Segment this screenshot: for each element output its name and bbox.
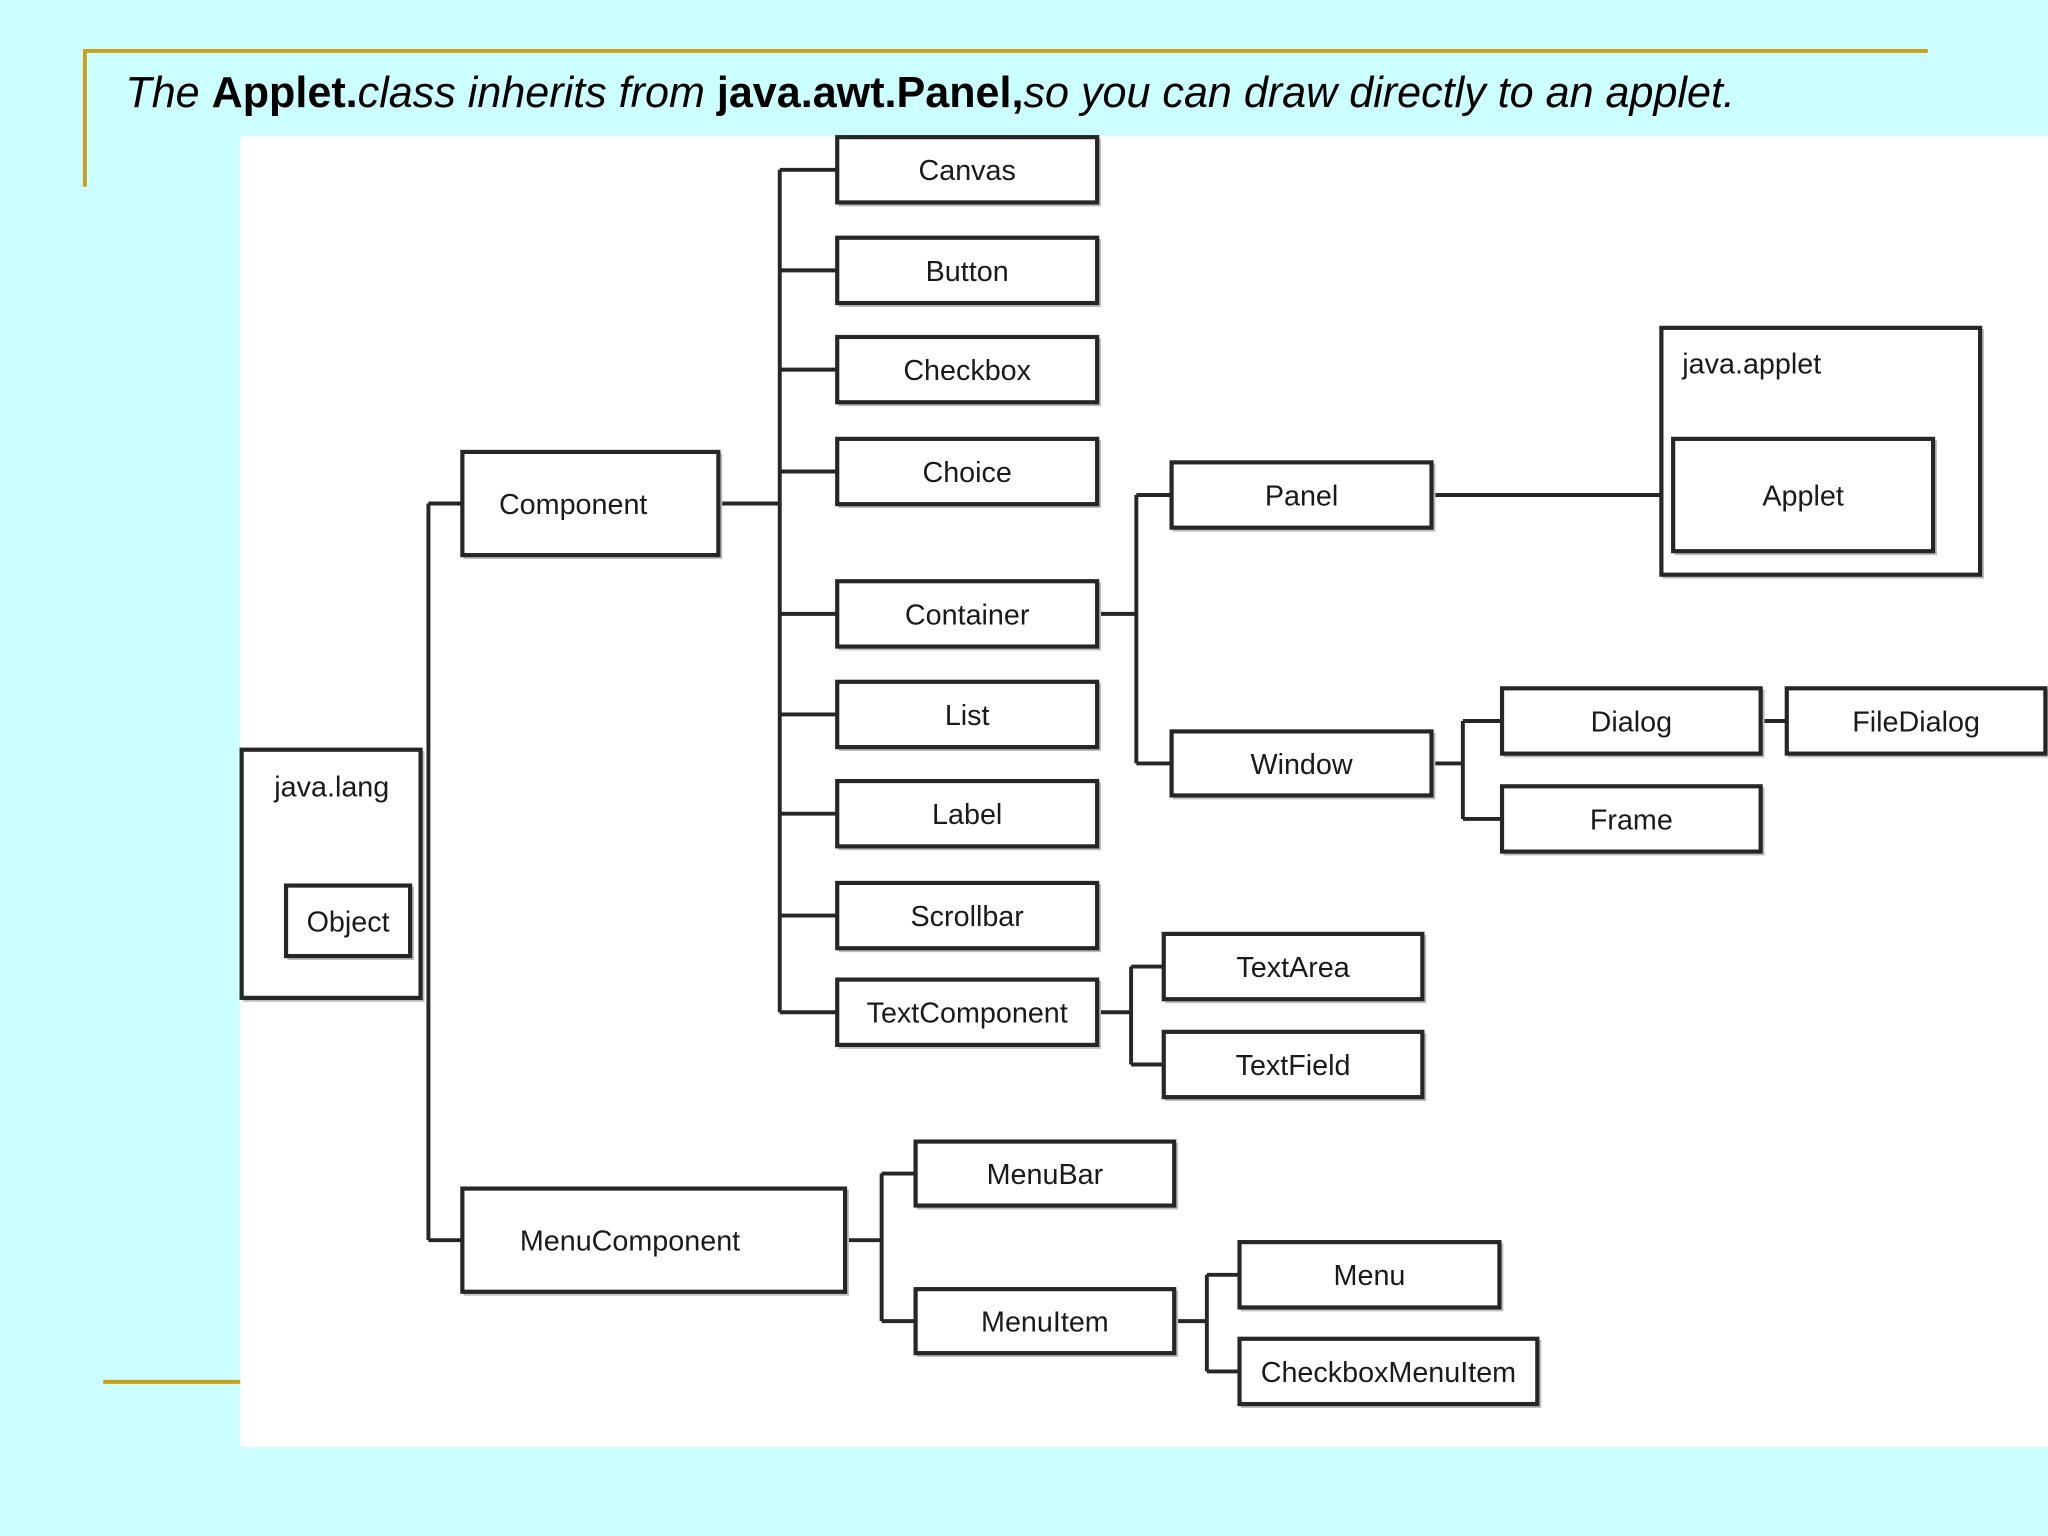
node-label: Label (932, 799, 1002, 831)
node-box (1671, 436, 1936, 554)
package-label-java-lang: java.lang (273, 772, 389, 804)
node-label: TextComponent (867, 998, 1068, 1030)
class-node-textcomponent: TextComponent (835, 977, 1102, 1049)
class-node-object: Object (283, 883, 415, 960)
node-label: FileDialog (1852, 706, 1980, 738)
node-label: Canvas (918, 155, 1015, 187)
node-label: Container (905, 599, 1030, 631)
node-label: TextField (1236, 1050, 1351, 1082)
package-label-java-applet: java.applet (1681, 349, 1821, 381)
class-node-menubar: MenuBar (913, 1139, 1179, 1210)
node-label: TextArea (1236, 952, 1349, 984)
node-label: Scrollbar (911, 901, 1025, 933)
node-label: MenuComponent (520, 1226, 740, 1258)
class-node-menucomponent: MenuComponent (460, 1186, 849, 1296)
class-node-list: List (835, 679, 1102, 752)
node-box (835, 679, 1100, 750)
slide-title: The Applet.class inherits from java.awt.… (125, 69, 1735, 117)
class-node-window: Window (1169, 729, 1436, 800)
class-node-applet: Applet (1671, 436, 1937, 556)
node-box (835, 880, 1100, 951)
class-node-dialog: Dialog (1499, 686, 1765, 758)
node-box (835, 334, 1100, 405)
node-label: List (945, 700, 990, 732)
node-label: Checkbox (903, 355, 1031, 387)
title-part: so you can draw directly to an applet. (1023, 69, 1734, 117)
class-node-checkbox: Checkbox (835, 334, 1102, 407)
node-box (835, 436, 1100, 507)
class-node-menu: Menu (1237, 1240, 1504, 1312)
node-label: Frame (1590, 804, 1673, 836)
class-node-component: Component (460, 449, 723, 560)
node-box (913, 1139, 1177, 1208)
title-part-bold: Applet. (212, 69, 358, 117)
class-node-textfield: TextField (1161, 1029, 1427, 1102)
node-label: Object (307, 906, 390, 938)
node-label: Applet (1762, 480, 1843, 512)
class-node-label: Label (835, 778, 1102, 851)
class-node-scrollbar: Scrollbar (835, 880, 1102, 953)
node-label: MenuItem (981, 1307, 1109, 1339)
node-box (460, 449, 721, 558)
node-box (1237, 1240, 1502, 1310)
node-box (913, 1287, 1177, 1356)
class-node-button: Button (835, 235, 1102, 307)
node-label: Component (499, 489, 647, 521)
node-label: Choice (922, 457, 1011, 489)
node-label: Panel (1265, 480, 1338, 512)
node-box (835, 778, 1100, 849)
node-box (1161, 931, 1425, 1002)
class-node-frame: Frame (1499, 784, 1765, 856)
node-label: CheckboxMenuItem (1261, 1357, 1516, 1389)
node-box (1499, 784, 1763, 854)
class-node-choice: Choice (835, 436, 1102, 509)
class-node-canvas: Canvas (835, 135, 1102, 207)
node-box (460, 1186, 848, 1294)
node-box (1161, 1029, 1425, 1100)
node-box (835, 235, 1100, 306)
node-box (1499, 686, 1763, 756)
class-node-panel: Panel (1169, 460, 1436, 532)
node-label: Button (926, 256, 1009, 288)
title-part: class inherits from (358, 69, 717, 117)
node-label: Dialog (1591, 706, 1672, 738)
connector-lines (426, 167, 1787, 1374)
node-box (835, 977, 1100, 1047)
title-part-bold: java.awt.Panel, (716, 69, 1024, 117)
node-box (1169, 460, 1434, 530)
node-label: Window (1250, 749, 1352, 781)
class-node-filedialog: FileDialog (1784, 686, 2048, 758)
node-box (283, 883, 413, 959)
title-part: The (125, 69, 211, 117)
class-node-checkboxmenuitem: CheckboxMenuItem (1237, 1336, 1542, 1408)
class-node-menuitem: MenuItem (913, 1287, 1179, 1358)
node-box (835, 579, 1100, 649)
node-box (1237, 1336, 1540, 1407)
class-node-textarea: TextArea (1161, 931, 1427, 1004)
node-box (1169, 729, 1434, 798)
node-box (835, 135, 1100, 205)
node-label: Menu (1334, 1260, 1406, 1292)
node-box (1784, 686, 2048, 756)
node-label: MenuBar (987, 1159, 1104, 1191)
class-node-container: Container (835, 579, 1102, 651)
